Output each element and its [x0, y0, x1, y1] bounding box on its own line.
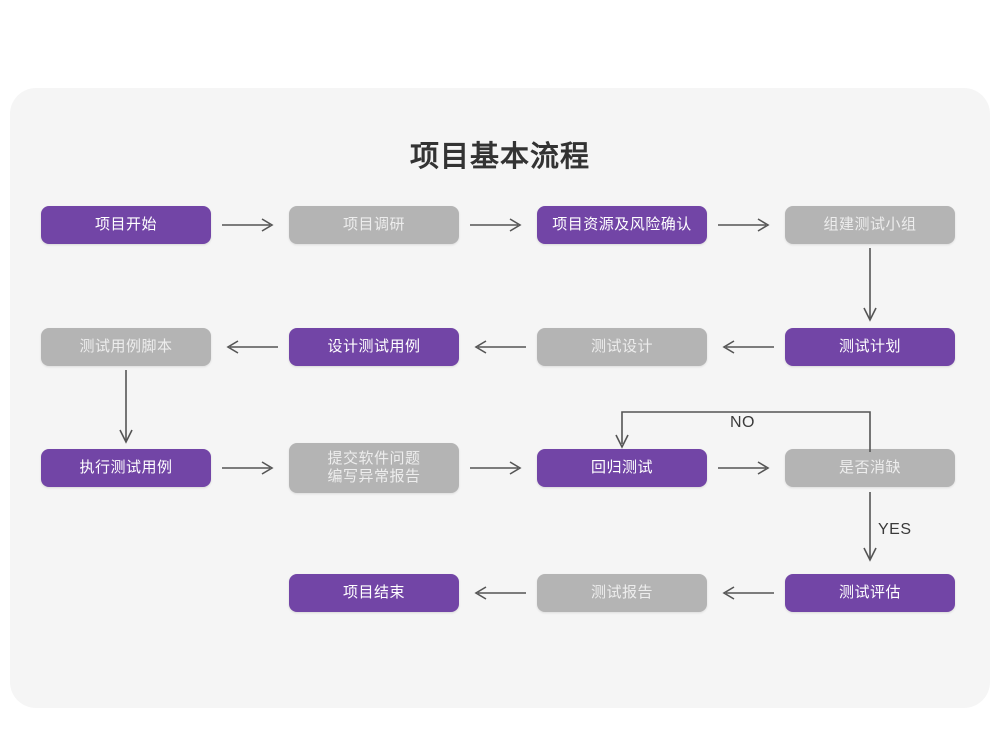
edge-label-yes: YES	[878, 521, 912, 538]
node-test-report[interactable]: 测试报告	[537, 574, 707, 612]
node-build-test-team[interactable]: 组建测试小组	[785, 206, 955, 244]
node-resource-risk-confirm[interactable]: 项目资源及风险确认	[537, 206, 707, 244]
edge-n12-n15-yes	[862, 492, 882, 568]
node-execute-test-case[interactable]: 执行测试用例	[41, 449, 211, 487]
edge-n5-n9	[118, 370, 138, 448]
edge-label-no: NO	[730, 414, 755, 431]
node-test-plan[interactable]: 测试计划	[785, 328, 955, 366]
node-test-case-script[interactable]: 测试用例脚本	[41, 328, 211, 366]
edge-n15-n14	[718, 583, 774, 603]
node-project-end[interactable]: 项目结束	[289, 574, 459, 612]
edge-n11-n12	[718, 458, 774, 478]
node-test-evaluation[interactable]: 测试评估	[785, 574, 955, 612]
node-test-design[interactable]: 测试设计	[537, 328, 707, 366]
node-project-start[interactable]: 项目开始	[41, 206, 211, 244]
edge-n12-n11-no	[615, 408, 885, 456]
node-regression-test[interactable]: 回归测试	[537, 449, 707, 487]
edge-n6-n5	[222, 337, 278, 357]
edge-n2-n3	[470, 215, 526, 235]
edge-n9-n10	[222, 458, 278, 478]
node-submit-issue-report[interactable]: 提交软件问题 编写异常报告	[289, 443, 459, 493]
edge-n14-n13	[470, 583, 526, 603]
edge-n4-n8	[862, 248, 882, 326]
page-title: 项目基本流程	[409, 141, 590, 173]
edge-n8-n7	[718, 337, 774, 357]
edge-n7-n6	[470, 337, 526, 357]
edge-n3-n4	[718, 215, 774, 235]
diagram-panel	[10, 88, 990, 708]
edge-n1-n2	[222, 215, 278, 235]
node-project-research[interactable]: 项目调研	[289, 206, 459, 244]
node-defect-resolved-decision[interactable]: 是否消缺	[785, 449, 955, 487]
node-design-test-case[interactable]: 设计测试用例	[289, 328, 459, 366]
edge-n10-n11	[470, 458, 526, 478]
